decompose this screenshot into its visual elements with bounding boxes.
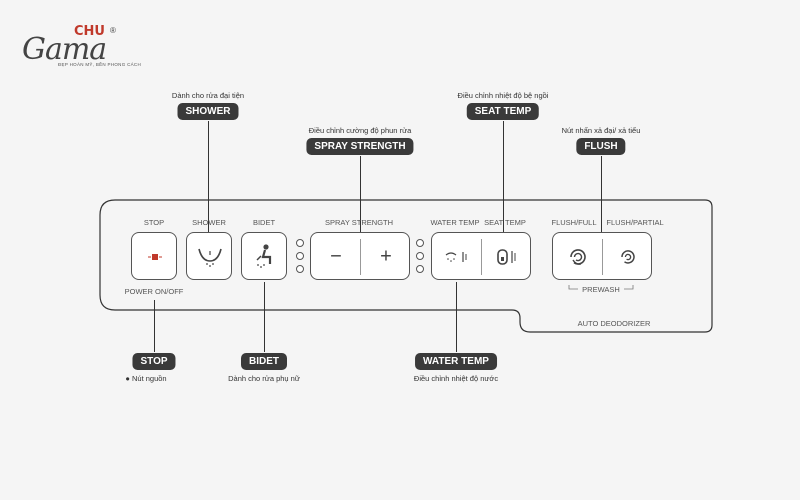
flush-full-label: FLUSH/FULL <box>551 218 597 227</box>
auto-deodorizer-label: AUTO DEODORIZER <box>577 319 651 328</box>
prewash-label: PREWASH <box>582 285 620 294</box>
shower-tag: SHOWER <box>177 103 239 120</box>
spray-increase-button[interactable]: + <box>380 245 392 268</box>
flush-tag: FLUSH <box>576 138 626 155</box>
shower-label: SHOWER <box>192 218 226 227</box>
stop-button[interactable] <box>131 232 177 280</box>
shower-icon <box>198 248 222 267</box>
spray-decrease-button[interactable]: − <box>330 245 342 268</box>
water-temp-label: WATER TEMP <box>430 218 480 227</box>
flush-partial-button[interactable] <box>618 247 638 267</box>
flush-description: Nút nhấn xả đại/ xả tiểu <box>561 126 641 135</box>
temp-level-indicator-2 <box>416 252 424 260</box>
water-temp-leader-line <box>456 282 457 352</box>
spray-strength-rocker: − + <box>310 232 410 280</box>
prewash-bracket <box>568 285 634 290</box>
water-temp-description: Điều chỉnh nhiệt độ nước <box>413 374 499 383</box>
flush-full-button[interactable] <box>567 246 589 268</box>
stop-description: ● Nút nguồn <box>125 374 167 383</box>
flush-partial-label: FLUSH/PARTIAL <box>606 218 664 227</box>
seat-temp-description: Điều chỉnh nhiệt độ bệ ngồi <box>457 91 549 100</box>
seat-temp-button[interactable] <box>495 248 519 266</box>
shower-description: Dành cho rửa đại tiện <box>171 91 245 100</box>
logo-tagline: ĐẸP HOÀN MỸ, BỀN PHONG CÁCH <box>58 62 142 67</box>
shower-button[interactable] <box>186 232 232 280</box>
bidet-icon <box>256 244 272 268</box>
bidet-label: BIDET <box>252 218 276 227</box>
brand-logo: Gama CHU ® ĐẸP HOÀN MỸ, BỀN PHONG CÁCH <box>22 20 141 75</box>
power-on-off-label: POWER ON/OFF <box>124 287 184 296</box>
bidet-leader-line <box>264 282 265 352</box>
spray-strength-description: Điều chỉnh cường độ phun rửa <box>308 126 412 135</box>
flush-rocker-divider <box>602 239 603 275</box>
temperature-rocker <box>431 232 531 280</box>
shower-leader-line <box>208 121 209 233</box>
stop-label: STOP <box>143 218 165 227</box>
logo-word: Gama <box>22 32 107 67</box>
stop-leader-line <box>154 300 155 352</box>
spray-strength-label: SPRAY STRENGTH <box>324 218 394 227</box>
bidet-button[interactable] <box>241 232 287 280</box>
spray-level-indicator-1 <box>296 239 304 247</box>
temp-level-indicator-1 <box>416 239 424 247</box>
seat-temp-tag: SEAT TEMP <box>466 103 540 120</box>
flush-leader-line <box>601 156 602 233</box>
spray-rocker-divider <box>360 239 361 275</box>
water-temp-button[interactable] <box>444 249 470 265</box>
bidet-tag: BIDET <box>241 353 287 370</box>
bidet-description: Dành cho rửa phụ nữ <box>228 374 300 383</box>
stop-tag: STOP <box>132 353 176 370</box>
flush-rocker <box>552 232 652 280</box>
stop-icon <box>148 254 162 260</box>
spray-level-indicator-2 <box>296 252 304 260</box>
spray-strength-tag: SPRAY STRENGTH <box>306 138 414 155</box>
water-temp-tag: WATER TEMP <box>415 353 497 370</box>
seat-temp-label: SEAT TEMP <box>484 218 526 227</box>
logo-registered: ® <box>110 26 116 35</box>
seat-temp-leader-line <box>503 121 504 233</box>
logo-brand: CHU <box>74 24 105 39</box>
spray-level-indicator-3 <box>296 265 304 273</box>
spray-strength-leader-line <box>360 156 361 233</box>
temp-rocker-divider <box>481 239 482 275</box>
temp-level-indicator-3 <box>416 265 424 273</box>
